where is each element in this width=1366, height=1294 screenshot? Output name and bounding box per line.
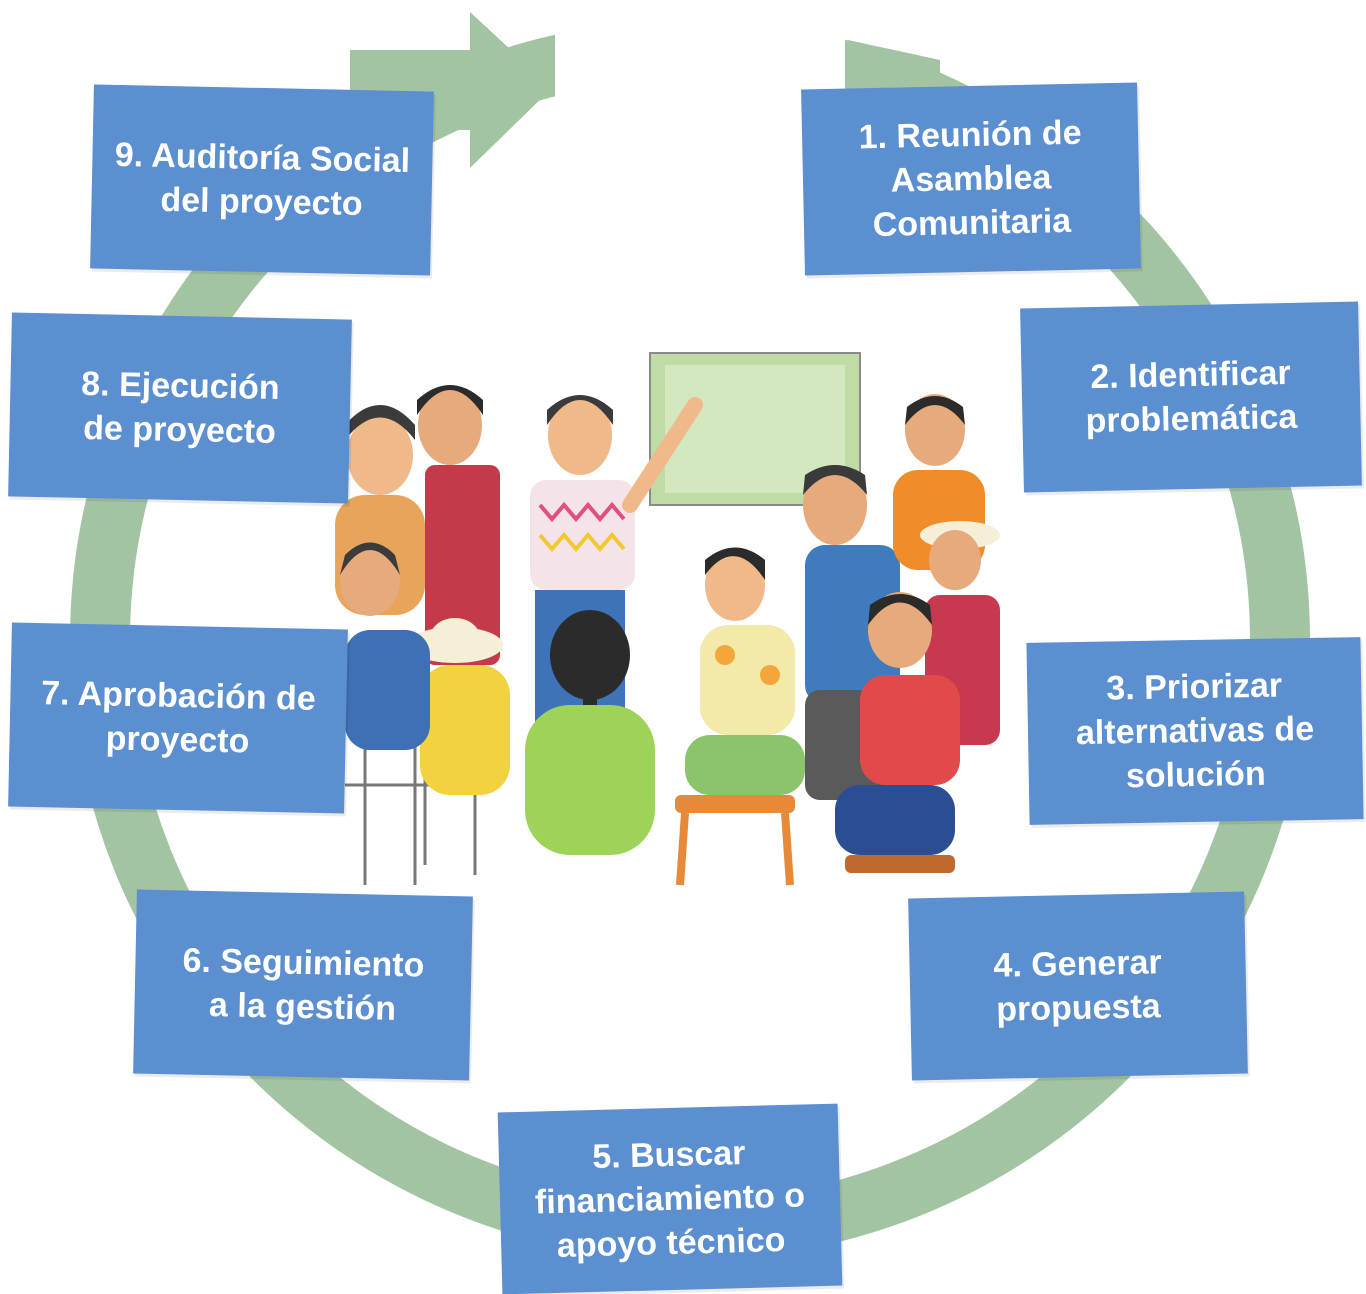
step-9-label: 9. Auditoría Social del proyecto bbox=[114, 135, 411, 224]
step-2-box: 2. Identificar problemática bbox=[1020, 301, 1362, 493]
step-5-box: 5. Buscar financiamiento o apoyo técnico bbox=[497, 1103, 843, 1294]
step-9-box: 9. Auditoría Social del proyecto bbox=[90, 84, 434, 276]
step-2-label: 2. Identificar problemática bbox=[1085, 353, 1298, 441]
step-4-label: 4. Generar propuesta bbox=[993, 943, 1163, 1029]
step-1-box: 1. Reunión de Asamblea Comunitaria bbox=[801, 82, 1141, 276]
step-8-label: 8. Ejecución de proyecto bbox=[80, 364, 281, 452]
step-1-label: 1. Reunión de Asamblea Comunitaria bbox=[858, 113, 1082, 245]
step-7-box: 7. Aprobación de proyecto bbox=[8, 622, 348, 814]
community-meeting-illustration bbox=[335, 352, 1000, 886]
step-8-box: 8. Ejecución de proyecto bbox=[8, 312, 352, 504]
step-3-box: 3. Priorizar alternativas de solución bbox=[1026, 637, 1364, 825]
step-6-label: 6. Seguimiento a la gestión bbox=[182, 941, 425, 1028]
step-5-label: 5. Buscar financiamiento o apoyo técnico bbox=[534, 1133, 806, 1266]
step-7-label: 7. Aprobación de proyecto bbox=[40, 673, 317, 761]
step-6-box: 6. Seguimiento a la gestión bbox=[133, 889, 473, 1081]
step-4-box: 4. Generar propuesta bbox=[908, 891, 1248, 1081]
step-3-label: 3. Priorizar alternativas de solución bbox=[1075, 666, 1315, 796]
